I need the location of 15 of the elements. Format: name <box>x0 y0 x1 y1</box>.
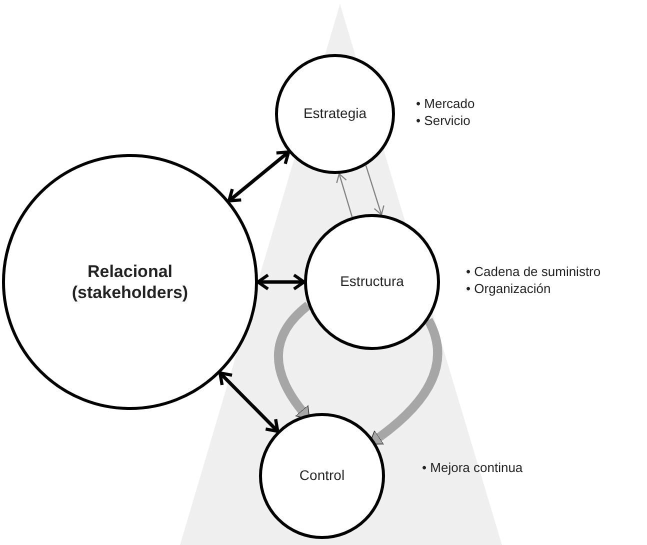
arrow <box>369 318 442 445</box>
node-label: Relacional (stakeholders) <box>70 260 190 304</box>
bullet-item: • Mercado <box>416 96 475 111</box>
arrow <box>336 173 353 218</box>
bullet-item: • Cadena de suministro <box>466 264 601 279</box>
node-label: Estrategia <box>303 105 367 123</box>
arrow <box>218 371 280 433</box>
arrow <box>256 273 306 291</box>
bullet-item: • Servicio <box>416 113 472 128</box>
bullet-item: • Mejora continua <box>422 460 523 475</box>
node-label: Control <box>299 467 345 485</box>
arrow <box>365 165 384 216</box>
bullet-item: • Organización <box>466 281 552 296</box>
node-label: Estructura <box>340 273 404 291</box>
arrow <box>227 150 290 202</box>
